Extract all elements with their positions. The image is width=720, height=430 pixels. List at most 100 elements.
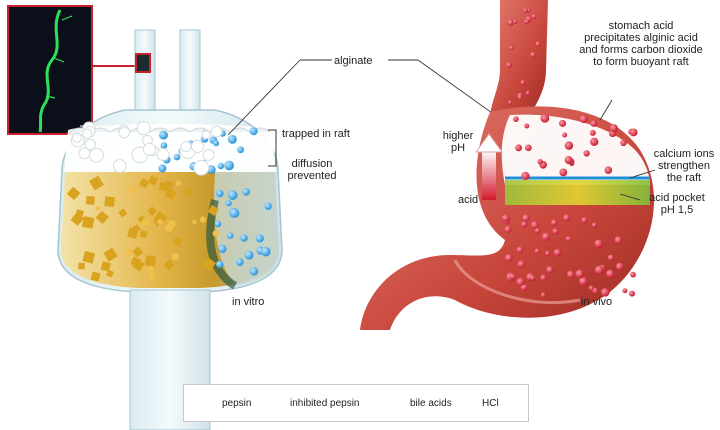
hcl-molecule — [604, 166, 613, 174]
hcl-molecule — [522, 214, 530, 222]
pepsin-molecule — [255, 234, 264, 243]
pepsin-molecule — [158, 164, 167, 173]
bile-acid-molecule — [147, 206, 157, 216]
inhibited-pepsin-molecule — [136, 121, 151, 136]
bile-acid-molecule — [172, 237, 183, 247]
hcl-molecule — [565, 236, 572, 242]
pepsin-molecule — [242, 187, 250, 196]
pepsin-molecule — [237, 146, 245, 154]
bile-acid-molecule — [164, 187, 177, 200]
hcl-molecule — [521, 171, 530, 181]
hcl-molecule — [630, 271, 636, 278]
pepsin-molecule — [207, 165, 216, 174]
pepsin-molecule — [173, 153, 181, 161]
pepsin-molecule — [218, 244, 227, 253]
hcl-molecule — [537, 158, 543, 165]
hcl-molecule — [523, 7, 529, 13]
hcl-molecule — [541, 232, 551, 241]
bile-acid-molecule — [132, 246, 144, 258]
pepsin-molecule — [260, 246, 271, 257]
pepsin-molecule — [229, 207, 240, 218]
pepsin-molecule — [214, 220, 222, 228]
acid-label: acid — [458, 194, 479, 206]
inhibited-pepsin-molecule — [82, 128, 93, 139]
bile-acid-molecule — [85, 195, 95, 205]
inhibited-pepsin-molecule — [112, 159, 127, 173]
bile-acid-molecule — [132, 259, 145, 272]
bile-acid-molecule — [175, 180, 182, 186]
hcl-molecule — [516, 277, 525, 286]
hcl-molecule — [544, 250, 551, 257]
in-vivo-label: in vivo — [581, 296, 613, 308]
pepsin-molecule — [160, 142, 168, 149]
inhibited-pepsin-molecule — [193, 159, 210, 176]
hcl-molecule — [566, 270, 575, 279]
pepsin-molecule — [244, 250, 254, 260]
hcl-molecule — [607, 254, 615, 261]
pepsin-molecule — [249, 267, 259, 276]
diffusion-prevented-label: diffusion prevented — [287, 158, 337, 182]
trapped-in-raft-label: trapped in raft — [282, 128, 350, 140]
bile-acid-molecule — [207, 204, 219, 217]
stomach-acid-label: stomach acid precipitates alginic acid a… — [579, 20, 703, 68]
stomach-pointers — [599, 99, 656, 201]
hcl-molecule — [517, 260, 526, 268]
bile-acid-molecule — [81, 216, 95, 229]
higher-ph-label: higher pH — [442, 130, 474, 154]
bile-acid-molecule — [202, 257, 216, 271]
pepsin-molecule — [224, 160, 234, 171]
hcl-molecule — [501, 214, 510, 222]
bile-acid-molecule — [82, 250, 96, 264]
inhibited-pepsin-molecule — [84, 138, 97, 151]
hcl-molecule — [578, 277, 588, 286]
bile-acid-molecule — [100, 261, 111, 272]
legend-bile-acids-label: bile acids — [410, 397, 452, 409]
hcl-molecule — [564, 156, 573, 165]
hcl-molecule — [534, 227, 541, 234]
hcl-molecule — [534, 248, 540, 254]
pepsin-molecule — [227, 134, 237, 144]
bile-acid-molecule — [127, 227, 139, 239]
bile-acid-molecule — [66, 186, 81, 201]
hcl-molecule — [562, 132, 568, 138]
hcl-molecule — [516, 246, 524, 254]
hcl-molecule — [529, 275, 536, 281]
raft-bracket — [268, 129, 277, 167]
hcl-molecule — [609, 124, 618, 133]
hcl-molecule — [504, 225, 512, 233]
legend-pepsin-label: pepsin — [222, 397, 252, 409]
pepsin-molecule — [159, 130, 168, 140]
hcl-molecule — [513, 19, 518, 24]
hcl-molecule — [525, 144, 532, 152]
pepsin-molecule — [264, 202, 272, 210]
hcl-molecule — [600, 288, 610, 297]
hcl-molecule — [540, 274, 547, 281]
hcl-molecule — [606, 269, 615, 278]
hcl-molecule — [525, 90, 531, 96]
pepsin-molecule — [240, 234, 248, 242]
alginate-pointers — [227, 59, 521, 136]
bile-acid-molecule — [148, 175, 159, 186]
hcl-molecule — [581, 217, 588, 224]
bile-acid-molecule — [144, 255, 157, 267]
hcl-molecule — [590, 120, 598, 127]
in-vitro-label: in vitro — [232, 296, 265, 308]
hcl-molecule — [589, 129, 596, 136]
hcl-molecule — [628, 290, 636, 297]
hcl-molecule — [594, 239, 603, 248]
inhibited-pepsin-molecule — [210, 125, 223, 138]
bile-acid-molecule — [125, 249, 133, 257]
hcl-molecule — [591, 222, 597, 228]
hcl-molecule — [629, 128, 638, 137]
hcl-molecule — [540, 113, 550, 123]
bile-acid-molecule — [118, 208, 128, 218]
ph-gradient-arrow — [475, 133, 503, 200]
bile-acid-molecule — [185, 188, 192, 196]
bile-acid-molecule — [139, 230, 148, 239]
hcl-molecule — [622, 288, 628, 294]
hcl-molecule — [550, 219, 558, 226]
hcl-molecule — [588, 285, 595, 291]
bile-acid-molecule — [95, 210, 109, 225]
bile-acid-molecule — [95, 206, 101, 211]
